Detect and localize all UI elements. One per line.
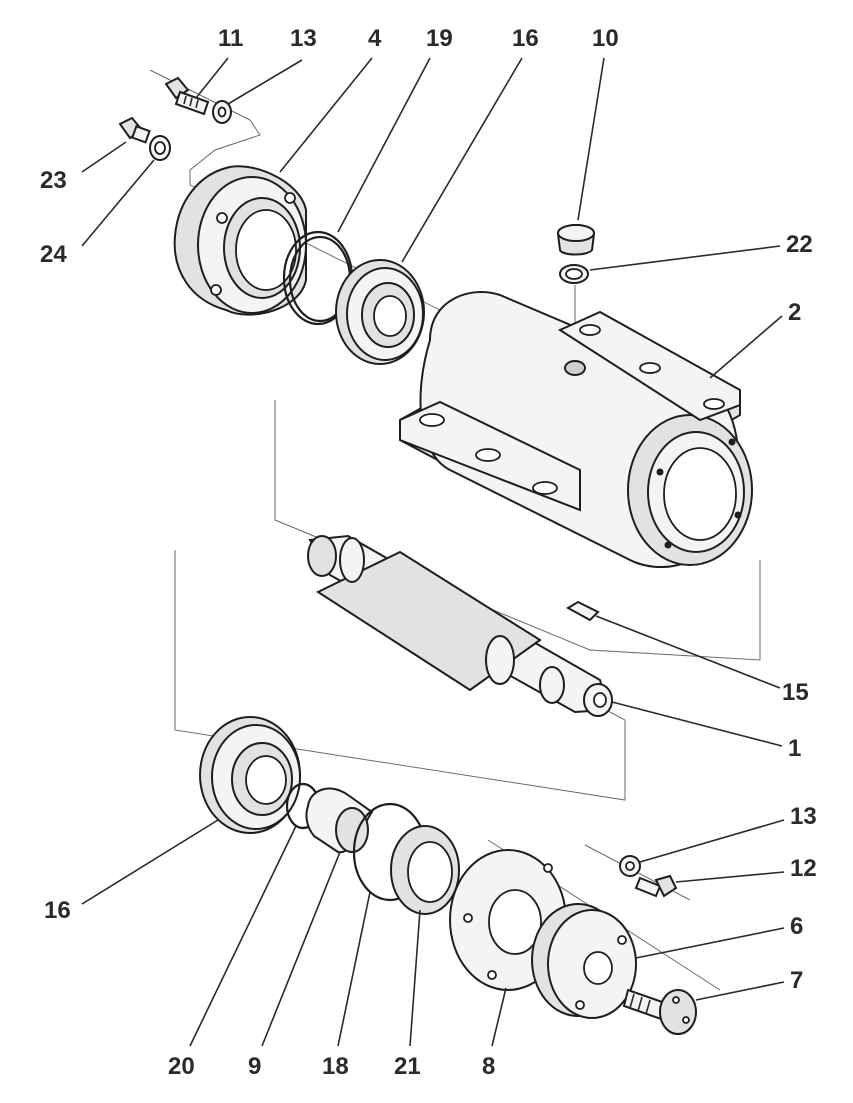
washer-part-13-bottom (619, 855, 641, 877)
breather-plug-part-10 (556, 224, 596, 256)
callout-13-bottom: 13 (790, 803, 817, 830)
callout-4: 4 (368, 25, 382, 52)
bearing-part-16-top (335, 259, 425, 365)
washer-part-13-top (212, 100, 232, 124)
bolt-part-11 (164, 76, 210, 116)
callout-20: 20 (168, 1053, 195, 1080)
callout-1: 1 (788, 735, 801, 762)
callout-7: 7 (790, 967, 803, 994)
bearing-part-16-bottom (199, 716, 301, 834)
key-part-15 (565, 600, 600, 622)
housing-part-2 (399, 291, 753, 568)
callout-11: 11 (218, 25, 243, 52)
callout-22: 22 (786, 231, 813, 258)
shaft-part-1 (307, 534, 613, 717)
callout-10: 10 (592, 25, 619, 52)
callout-18: 18 (322, 1053, 349, 1080)
seal-washer-part-22 (559, 264, 589, 284)
callout-labels: 11 13 4 19 16 10 23 24 22 2 15 1 13 12 1… (40, 25, 817, 1080)
end-cover-part-4 (173, 165, 307, 316)
callout-2: 2 (788, 299, 801, 326)
callout-24: 24 (40, 241, 67, 268)
callout-16-top: 16 (512, 25, 539, 52)
seal-ring-part-24 (149, 135, 171, 161)
callout-19: 19 (426, 25, 453, 52)
callout-6: 6 (790, 913, 803, 940)
seal-part-21 (390, 825, 460, 915)
callout-12: 12 (790, 855, 817, 882)
leader-lines (81, 57, 785, 1047)
coupling-part-6 (531, 903, 637, 1019)
callout-9: 9 (248, 1053, 261, 1080)
bolt-part-7 (622, 988, 697, 1035)
callout-15: 15 (782, 679, 809, 706)
bolt-part-12 (634, 874, 678, 898)
callout-16-bottom: 16 (44, 897, 71, 924)
callout-23: 23 (40, 167, 67, 194)
plug-screw-part-23 (118, 116, 151, 144)
callout-13-top: 13 (290, 25, 317, 52)
callout-8: 8 (482, 1053, 495, 1080)
callout-21: 21 (394, 1053, 421, 1080)
